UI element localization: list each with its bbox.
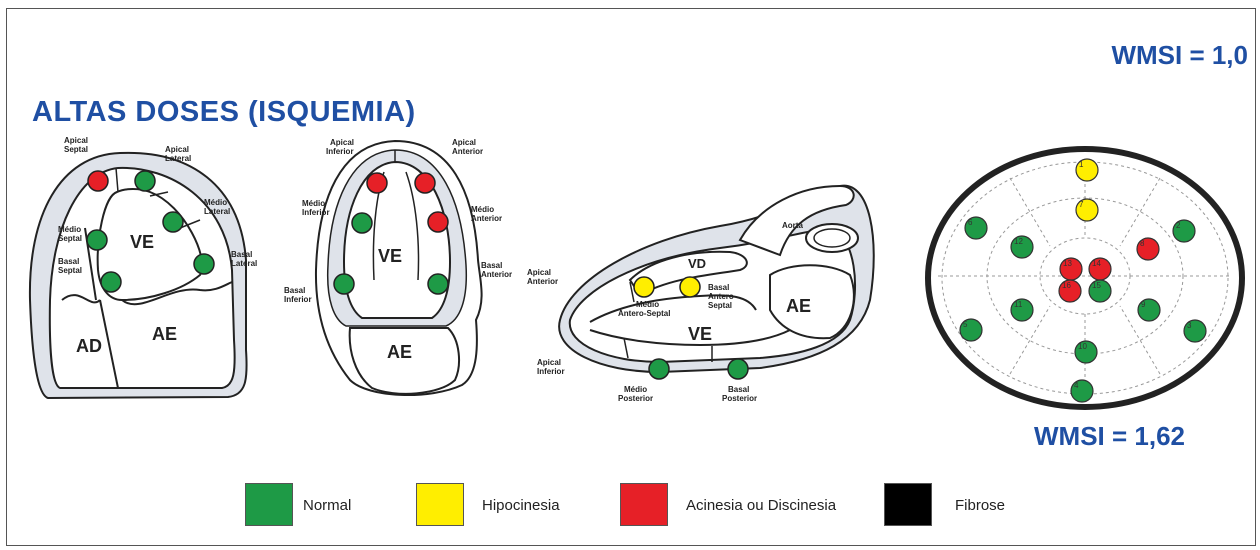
segment-basal-anteroseptal xyxy=(680,277,700,297)
polar-segment-number: 11 xyxy=(1014,300,1023,309)
segment-medio-anteroseptal xyxy=(634,277,654,297)
chamber-ad: AD xyxy=(76,336,102,356)
label-basal-lateral-2: Lateral xyxy=(231,259,257,268)
polar-segment-number: 2 xyxy=(1176,221,1181,230)
label-medio-anteroseptal-2: Antero-Septal xyxy=(618,309,670,318)
label-medio-inferior-2: Inferior xyxy=(302,208,330,217)
segment-basal-anterior xyxy=(428,274,448,294)
legend-swatch-hipocinesia xyxy=(416,483,464,526)
label-medio-posterior-2: Posterior xyxy=(618,394,653,403)
legend-swatch-fibrose xyxy=(884,483,932,526)
label-medio-inferior-1: Médio xyxy=(302,199,325,208)
view-four-chamber: VE AD AE Apical Septal Apical Lateral Mé… xyxy=(30,136,257,398)
label-apical-anterior-1: Apical xyxy=(527,268,551,277)
segment-basal-lateral xyxy=(194,254,214,274)
polar-segment-number: 15 xyxy=(1092,281,1101,290)
legend-label-hipocinesia: Hipocinesia xyxy=(482,497,560,514)
label-medio-posterior-1: Médio xyxy=(624,385,647,394)
label-basal-lateral-1: Basal xyxy=(231,250,252,259)
legend-label-acinesia: Acinesia ou Discinesia xyxy=(686,497,836,514)
label-medio-anterior-1: Médio xyxy=(471,205,494,214)
label-apical-lateral-1: Apical xyxy=(165,145,189,154)
polar-segment-number: 13 xyxy=(1063,259,1072,268)
segment-basal-inferior xyxy=(334,274,354,294)
label-medio-lateral-2: Lateral xyxy=(204,207,230,216)
polar-segment-number: 4 xyxy=(1074,381,1079,390)
polar-segment-number: 6 xyxy=(968,218,973,227)
segment-apical-inferior xyxy=(367,173,387,193)
label-apical-inferior-2: Inferior xyxy=(326,147,354,156)
label-basal-posterior-2: Posterior xyxy=(722,394,757,403)
label-basal-inferior-1: Basal xyxy=(284,286,305,295)
segment-basal-septal xyxy=(101,272,121,292)
label-aorta: Aorta xyxy=(782,221,803,230)
segment-apical-lateral xyxy=(135,171,155,191)
label-apical-lateral-2: Lateral xyxy=(165,154,191,163)
label-basal-anterior-2: Anterior xyxy=(481,270,512,279)
polar-segment-number: 14 xyxy=(1092,259,1101,268)
label-apical-anterior-2: Anterior xyxy=(452,147,483,156)
label-apical-inferior-2: Inferior xyxy=(537,367,565,376)
segment-medio-anterior xyxy=(428,212,448,232)
legend-swatch-normal xyxy=(245,483,293,526)
polar-segment-number: 5 xyxy=(963,320,968,329)
label-basal-inferior-2: Inferior xyxy=(284,295,312,304)
legend-label-fibrose: Fibrose xyxy=(955,497,1005,514)
label-apical-septal-2: Septal xyxy=(64,145,88,154)
segment-medio-septal xyxy=(87,230,107,250)
polar-segment-number: 1 xyxy=(1079,160,1084,169)
label-medio-septal-2: Septal xyxy=(58,234,82,243)
segment-apical-anterior xyxy=(415,173,435,193)
label-basal-septal-1: Basal xyxy=(58,257,79,266)
chamber-ae: AE xyxy=(152,324,177,344)
polar-segment-number: 16 xyxy=(1062,281,1071,290)
chamber-ve: VE xyxy=(688,324,712,344)
polar-map: 1 7 6 2 12 8 13 14 16 15 11 9 5 3 10 4 xyxy=(928,149,1242,407)
label-medio-lateral-1: Médio xyxy=(204,198,227,207)
label-basal-septal-2: Septal xyxy=(58,266,82,275)
label-medio-anteroseptal-1: Médio xyxy=(636,300,659,309)
label-medio-anterior-2: Anterior xyxy=(471,214,502,223)
polar-segment-number: 9 xyxy=(1141,300,1146,309)
label-apical-inferior-1: Apical xyxy=(330,138,354,147)
segment-basal-posterior xyxy=(728,359,748,379)
polar-segment-number: 12 xyxy=(1014,237,1023,246)
chamber-ae: AE xyxy=(387,342,412,362)
chamber-ve: VE xyxy=(378,246,402,266)
polar-segment-number: 8 xyxy=(1140,239,1145,248)
label-apical-inferior-1: Apical xyxy=(537,358,561,367)
chamber-ve: VE xyxy=(130,232,154,252)
segment-apical-septal xyxy=(88,171,108,191)
legend-swatch-acinesia xyxy=(620,483,668,526)
chamber-vd: VD xyxy=(688,256,706,271)
segment-medio-inferior xyxy=(352,213,372,233)
segment-medio-lateral xyxy=(163,212,183,232)
aorta-ring-inner xyxy=(814,229,850,247)
label-basal-posterior-1: Basal xyxy=(728,385,749,394)
label-medio-septal-1: Médio xyxy=(58,225,81,234)
label-apical-anterior-1: Apical xyxy=(452,138,476,147)
label-basal-anterior-1: Basal xyxy=(481,261,502,270)
label-basal-anteroseptal-3: Septal xyxy=(708,301,732,310)
label-apical-anterior-2: Anterior xyxy=(527,277,558,286)
polar-segment-number: 3 xyxy=(1187,321,1192,330)
label-apical-septal-1: Apical xyxy=(64,136,88,145)
view-long-axis: VE VD AE Aorta Apical Anterior Apical In… xyxy=(527,186,874,403)
chamber-ae: AE xyxy=(786,296,811,316)
label-basal-anteroseptal-2: Antero xyxy=(708,292,734,301)
view-two-chamber: VE AE Apical Inferior Apical Anterior Mé… xyxy=(284,138,512,395)
polar-segment-number: 7 xyxy=(1079,200,1084,209)
polar-segment-number: 10 xyxy=(1078,342,1087,351)
label-basal-anteroseptal-1: Basal xyxy=(708,283,729,292)
legend-label-normal: Normal xyxy=(303,497,351,514)
segment-medio-posterior xyxy=(649,359,669,379)
legend: Normal Hipocinesia Acinesia ou Discinesi… xyxy=(0,483,1260,527)
